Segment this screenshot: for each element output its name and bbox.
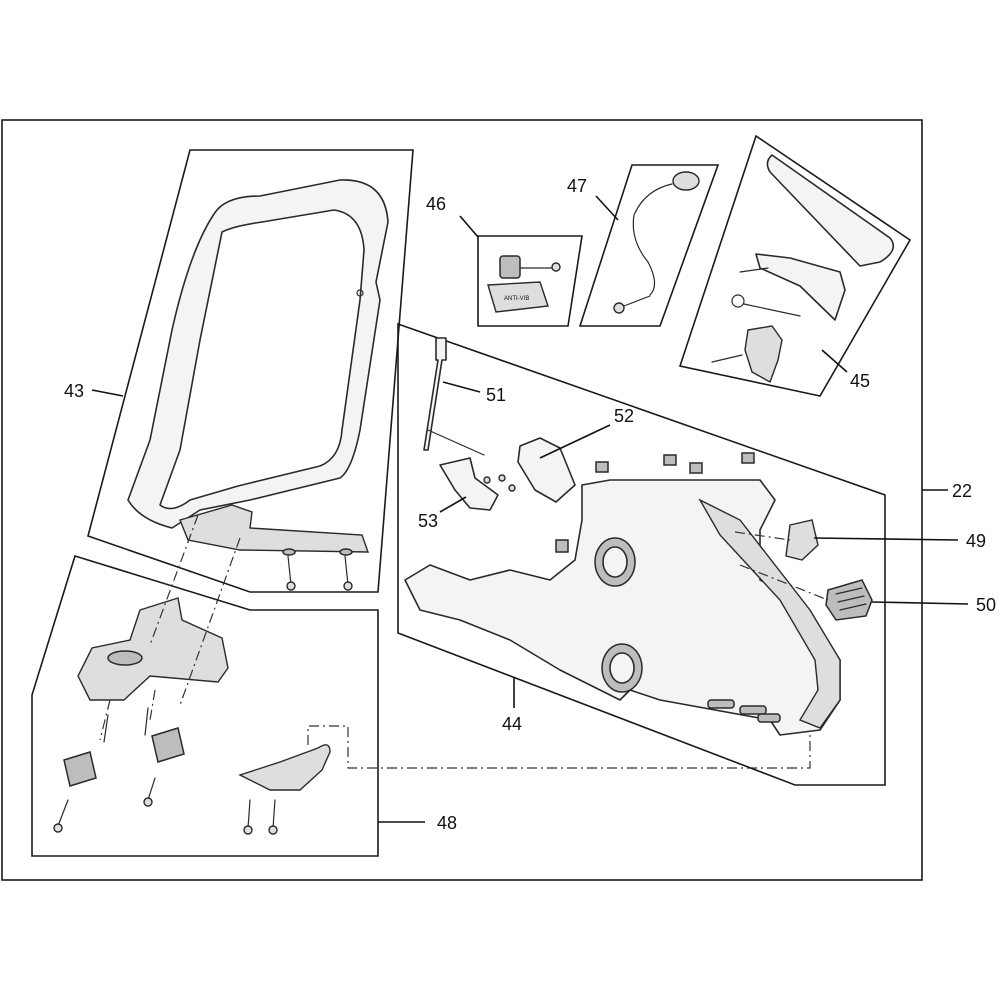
handle-hole	[356, 289, 364, 297]
front-handle-bar	[127, 179, 389, 529]
leader-45	[821, 349, 848, 373]
module-label: ANTI-VIB	[504, 296, 529, 302]
trigger-spring	[731, 294, 745, 308]
callout-43: 43	[64, 381, 84, 401]
group-48-anti-vibration	[31, 554, 379, 857]
group-46-frame	[477, 235, 583, 327]
av-plate-screws	[243, 799, 278, 835]
cable-boot	[672, 171, 700, 191]
callout-45: 45	[850, 371, 870, 391]
group-44-rear-handle	[397, 322, 886, 786]
throttle-lever-upper	[755, 253, 846, 321]
part-51-tool	[423, 337, 485, 456]
throttle-lockout	[766, 154, 895, 267]
group-43-front-handle	[87, 149, 414, 593]
callout-47: 47	[567, 176, 587, 196]
av-clamp-plate	[238, 744, 331, 791]
callout-49: 49	[966, 531, 986, 551]
cable-wire	[632, 183, 673, 296]
tank-opening-lower-inner	[609, 652, 635, 684]
leader-lines	[91, 195, 969, 823]
module-body	[487, 281, 549, 313]
dash-49	[734, 531, 791, 541]
callout-44: 44	[502, 714, 522, 734]
av-mount-bore	[107, 650, 143, 666]
part-52-cover	[517, 437, 576, 503]
handle-screws	[282, 548, 353, 591]
group-48-frame	[31, 554, 379, 857]
leader-49	[813, 537, 959, 541]
callout-22: 22	[952, 481, 972, 501]
callout-numbers: 22 43 44 45 46 47 48 49 50 51 52 53	[64, 176, 996, 833]
leader-51	[442, 381, 481, 393]
tank-opening-upper-inner	[602, 546, 628, 578]
leader-50	[871, 601, 969, 605]
leader-53	[439, 496, 467, 513]
rear-handle-housing	[404, 479, 841, 736]
group-47-cable	[578, 164, 720, 327]
module-connector	[499, 255, 521, 279]
dash-50	[739, 564, 829, 601]
part-49-cap	[785, 519, 819, 561]
part-50-filter	[825, 579, 873, 621]
leader-46	[459, 215, 479, 238]
housing-clips	[555, 452, 755, 553]
rear-handle-grip	[698, 498, 841, 729]
group-46-module: ANTI-VIB	[477, 235, 583, 327]
av-mount-bracket	[77, 597, 229, 701]
group-47-frame	[578, 164, 720, 327]
leader-43	[91, 389, 124, 397]
group-43-frame	[87, 149, 414, 593]
callout-53: 53	[418, 511, 438, 531]
callout-48: 48	[437, 813, 457, 833]
group-45-frame	[678, 134, 912, 397]
av-screws	[53, 707, 156, 833]
callout-50: 50	[976, 595, 996, 615]
group-44-frame	[397, 322, 886, 786]
assembly-frame	[1, 119, 923, 881]
group-45-throttle	[678, 134, 912, 397]
callout-52: 52	[614, 406, 634, 426]
throttle-trigger	[744, 325, 783, 384]
grip-slots	[707, 699, 781, 723]
callout-51: 51	[486, 385, 506, 405]
leader-52	[539, 424, 611, 459]
part-53-bracket	[439, 457, 516, 511]
cable-terminal	[613, 302, 625, 314]
alignment-dashes	[99, 514, 811, 769]
handle-mount-plate	[179, 504, 369, 553]
leader-47	[595, 195, 619, 221]
av-rubber-blocks	[63, 727, 185, 787]
callout-46: 46	[426, 194, 446, 214]
